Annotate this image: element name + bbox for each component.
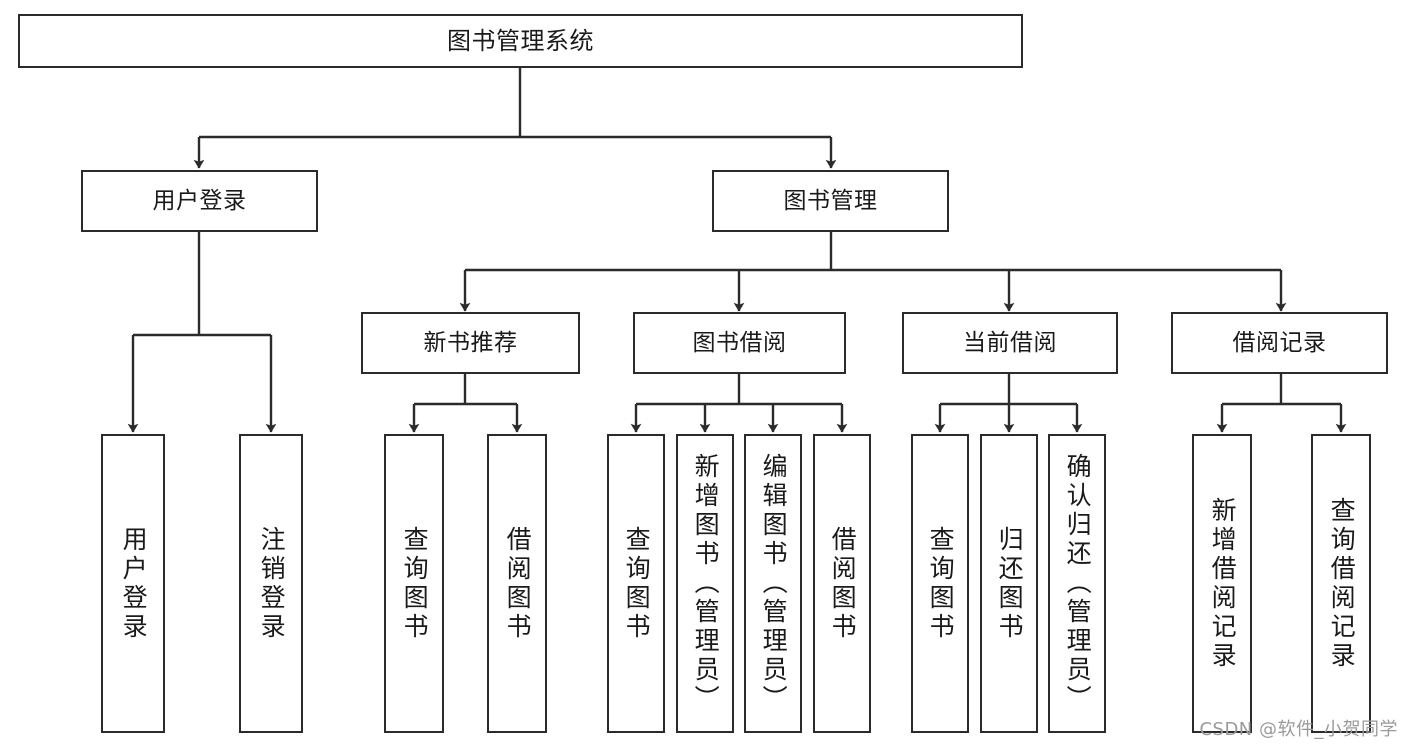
node-new-book-recommend-label: 新书推荐 xyxy=(423,329,518,356)
node-borrow-record[interactable]: 借阅记录 xyxy=(1171,312,1388,374)
node-root[interactable]: 图书管理系统 xyxy=(18,14,1023,68)
node-leaf-borrow-book-2-label: 借阅图书 xyxy=(828,525,858,642)
node-book-manage-label: 图书管理 xyxy=(783,187,878,214)
node-leaf-user-login[interactable]: 用户登录 xyxy=(101,434,165,733)
node-leaf-query-book-2[interactable]: 查询图书 xyxy=(607,434,665,733)
node-leaf-query-book-3[interactable]: 查询图书 xyxy=(911,434,969,733)
node-leaf-add-book-admin[interactable]: 新增图书（管理员） xyxy=(676,434,734,733)
node-leaf-query-borrow-record-label: 查询借阅记录 xyxy=(1327,496,1357,671)
node-leaf-user-logout[interactable]: 注销登录 xyxy=(239,434,303,733)
node-leaf-borrow-book-2[interactable]: 借阅图书 xyxy=(813,434,871,733)
node-leaf-confirm-return-admin[interactable]: 确认归还（管理员） xyxy=(1048,434,1106,733)
node-leaf-add-book-admin-label: 新增图书（管理员） xyxy=(691,453,721,714)
node-root-label: 图书管理系统 xyxy=(447,27,594,55)
node-leaf-edit-book-admin-label: 编辑图书（管理员） xyxy=(759,453,789,714)
node-user-login[interactable]: 用户登录 xyxy=(81,170,318,232)
node-book-borrow[interactable]: 图书借阅 xyxy=(633,312,846,374)
node-leaf-return-book-label: 归还图书 xyxy=(995,525,1025,642)
node-leaf-return-book[interactable]: 归还图书 xyxy=(980,434,1038,733)
node-user-login-label: 用户登录 xyxy=(152,187,247,214)
node-new-book-recommend[interactable]: 新书推荐 xyxy=(361,312,580,374)
node-leaf-add-borrow-record[interactable]: 新增借阅记录 xyxy=(1192,434,1252,733)
node-borrow-record-label: 借阅记录 xyxy=(1232,329,1327,356)
node-leaf-borrow-book-1[interactable]: 借阅图书 xyxy=(487,434,547,733)
node-leaf-query-book-1[interactable]: 查询图书 xyxy=(384,434,444,733)
node-leaf-edit-book-admin[interactable]: 编辑图书（管理员） xyxy=(744,434,802,733)
node-leaf-add-borrow-record-label: 新增借阅记录 xyxy=(1208,496,1238,671)
node-leaf-user-login-label: 用户登录 xyxy=(119,525,149,642)
node-book-borrow-label: 图书借阅 xyxy=(692,329,787,356)
node-book-manage[interactable]: 图书管理 xyxy=(712,170,949,232)
node-leaf-user-logout-label: 注销登录 xyxy=(257,525,287,642)
node-leaf-query-book-2-label: 查询图书 xyxy=(622,525,652,642)
node-current-borrow-label: 当前借阅 xyxy=(963,329,1057,356)
node-current-borrow[interactable]: 当前借阅 xyxy=(902,312,1118,374)
node-leaf-borrow-book-1-label: 借阅图书 xyxy=(503,525,533,642)
node-leaf-query-book-3-label: 查询图书 xyxy=(926,525,956,642)
node-leaf-query-book-1-label: 查询图书 xyxy=(400,525,430,642)
node-leaf-query-borrow-record[interactable]: 查询借阅记录 xyxy=(1311,434,1371,733)
node-leaf-confirm-return-admin-label: 确认归还（管理员） xyxy=(1063,453,1093,714)
